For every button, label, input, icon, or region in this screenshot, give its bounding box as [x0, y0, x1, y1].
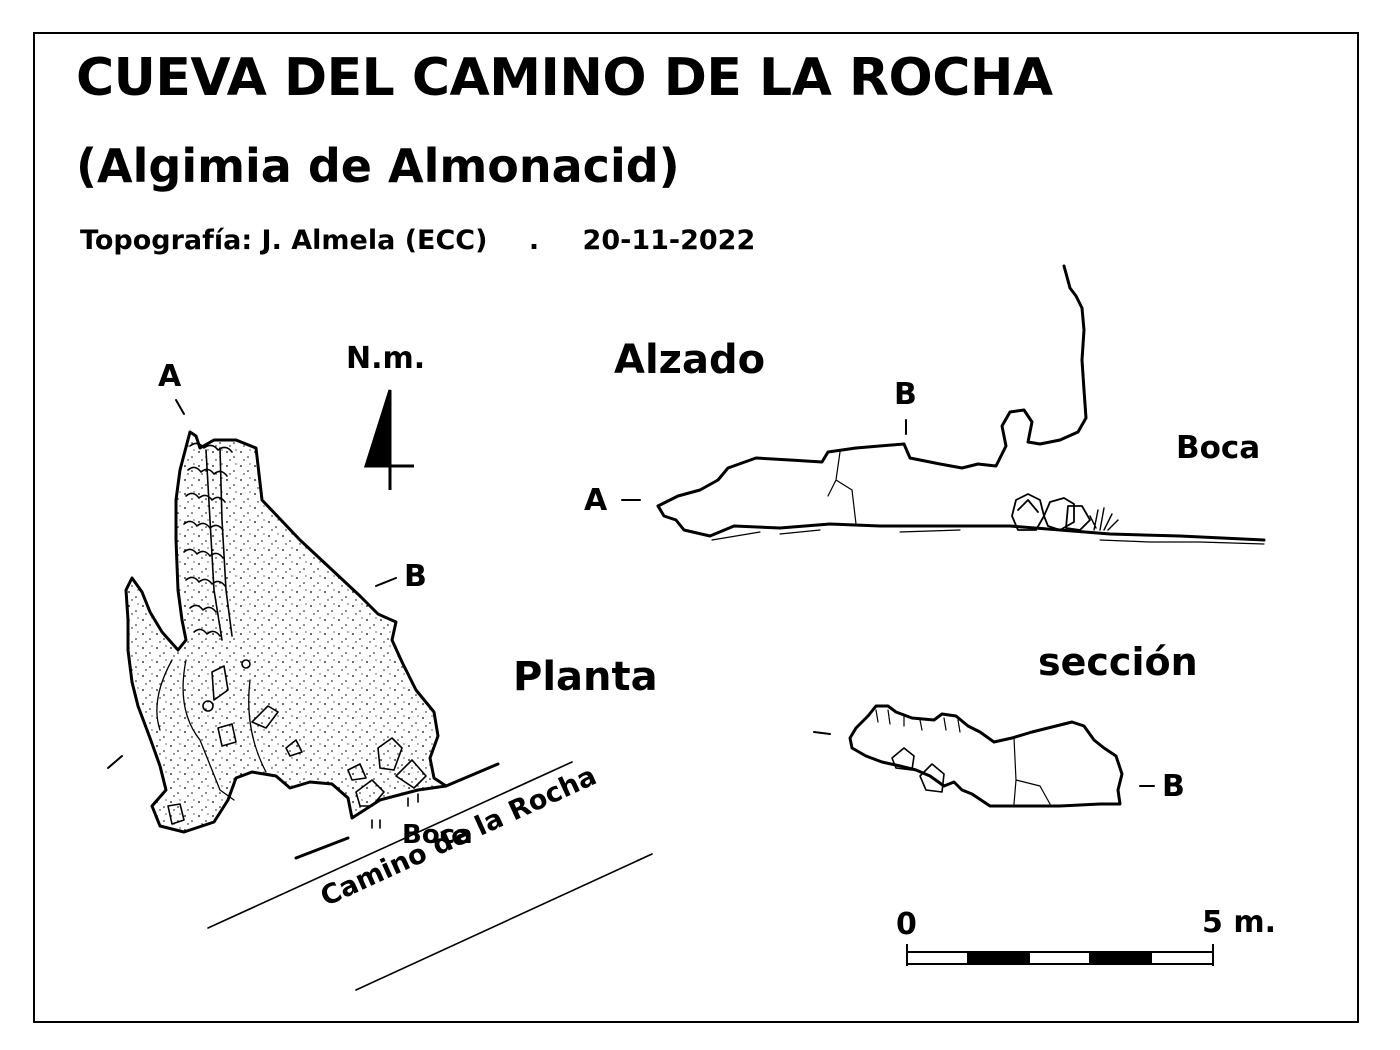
elevation-cave-outline [656, 264, 1088, 508]
map-frame [33, 32, 1359, 1023]
section-point-b-label: B [1162, 769, 1185, 804]
elevation-point-a-label: A [584, 483, 608, 518]
scale-segment-3 [1028, 951, 1091, 965]
plan-section-a-tick [175, 399, 185, 415]
section-heading: sección [1038, 640, 1198, 684]
road-edge-lower [355, 853, 653, 991]
plan-cave-outline [124, 430, 448, 834]
elevation-vegetation [1089, 507, 1119, 531]
elevation-section-crack [827, 451, 857, 525]
north-arrow-shaft [388, 390, 414, 490]
survey-author: Topografía: J. Almela (ECC) [80, 225, 488, 256]
plan-floor-contours [156, 659, 267, 801]
plan-point-b-label: B [404, 559, 427, 594]
north-arrow [363, 389, 414, 490]
elevation-heading: Alzado [614, 337, 766, 383]
plan-flowstone-edge [205, 447, 233, 641]
elevation-floor [656, 504, 1266, 542]
map-title: CUEVA DEL CAMINO DE LA ROCHA [76, 48, 1053, 108]
north-label: N.m. [346, 341, 426, 376]
map-subtitle: (Algimia de Almonacid) [76, 139, 680, 193]
plan-section-b-tick [375, 577, 397, 587]
elevation-entrance-label: Boca [1176, 430, 1261, 466]
scale-segment-1 [906, 951, 969, 965]
road-edge-upper [207, 761, 573, 929]
section-wall-texture [875, 709, 961, 733]
elevation-ground-texture [711, 529, 1265, 545]
plan-point-a-label: A [158, 359, 182, 394]
plan-boulders [167, 659, 427, 825]
elevation-view [621, 264, 1266, 545]
north-arrow-head [363, 389, 392, 468]
section-internal-crack [1013, 737, 1051, 805]
plan-left-tick [107, 755, 123, 769]
scale-segment-2 [967, 951, 1030, 965]
plan-entrance-label: Boca [402, 820, 473, 850]
credits-separator: . [528, 225, 540, 256]
plan-heading: Planta [513, 654, 658, 700]
section-boulders [891, 747, 945, 793]
plan-dripline [371, 793, 419, 829]
section-cave-outline [848, 704, 1124, 808]
scale-segment-4 [1089, 951, 1152, 965]
scale-segment-5 [1150, 951, 1214, 965]
scale-bar [906, 944, 1214, 966]
elevation-entrance-boulders [1011, 493, 1091, 531]
section-left-tick [813, 731, 831, 735]
scale-start-label: 0 [896, 907, 917, 942]
survey-credits: Topografía: J. Almela (ECC) . 20-11-2022 [80, 227, 755, 254]
scale-end-ticks [906, 944, 1214, 966]
section-view [813, 704, 1155, 808]
plan-view [107, 399, 653, 991]
scale-end-label: 5 m. [1202, 905, 1276, 940]
survey-date: 20-11-2022 [582, 225, 756, 256]
elevation-point-b-label: B [894, 377, 917, 412]
plan-entrance-wall [294, 762, 500, 860]
